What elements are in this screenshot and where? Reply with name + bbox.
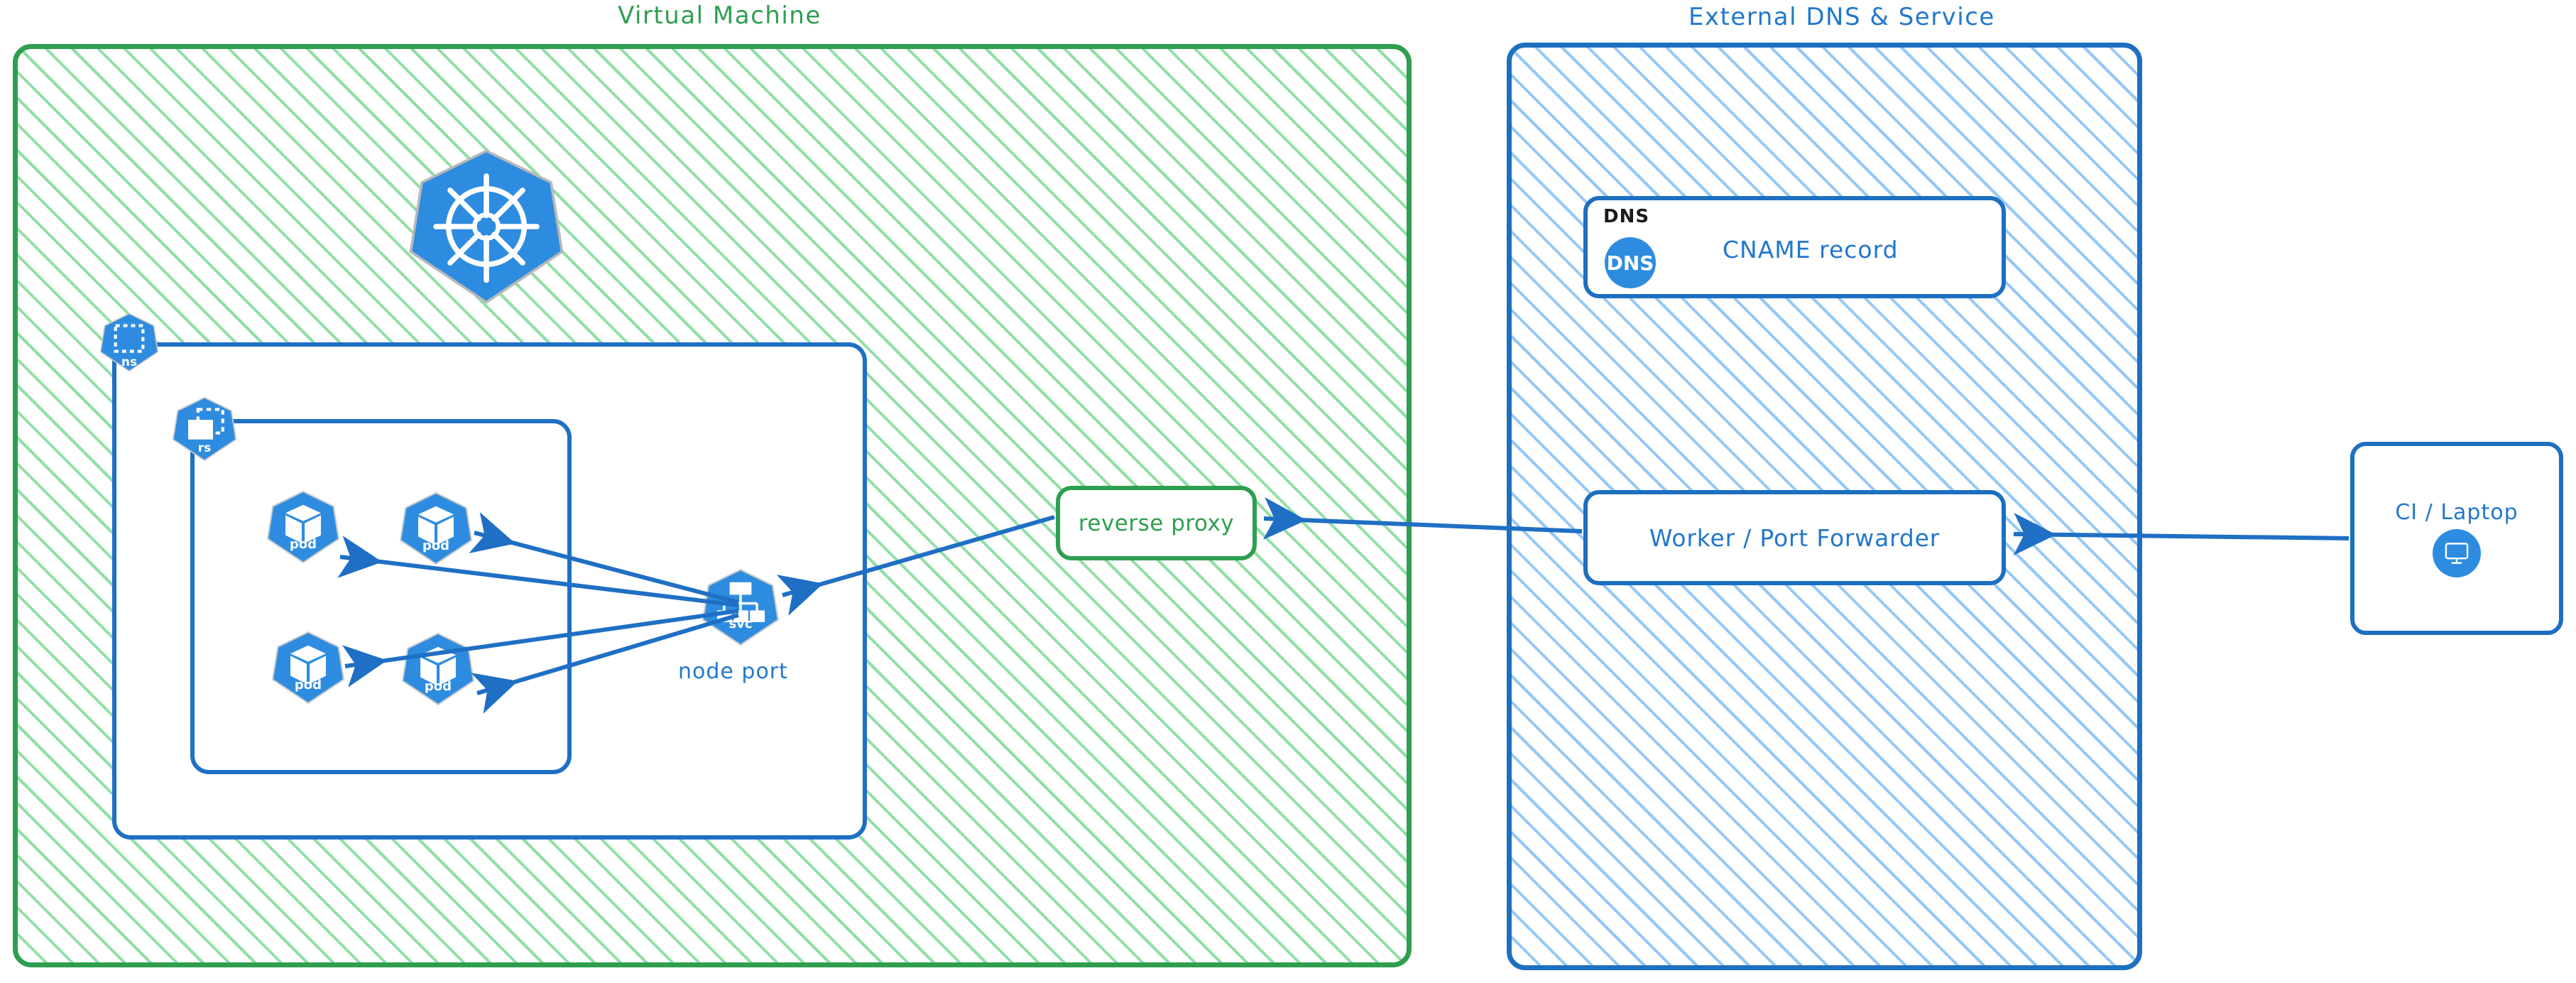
pod-icon-2: pod [399,492,473,565]
panel-virtual-machine-title: Virtual Machine [618,1,822,30]
pod-icon-4: pod [401,632,475,706]
ci-laptop-node[interactable]: CI / Laptop [2350,442,2563,635]
panel-external-dns-service-title: External DNS & Service [1688,3,1995,31]
dns-record-tag: DNS [1603,206,1650,227]
pod-icon-3: pod [271,631,345,705]
desktop-monitor-icon [2433,528,2481,577]
reverse-proxy-label: reverse proxy [1078,510,1235,536]
dns-record-label: CNAME record [1723,236,1899,264]
dns-record-node[interactable]: DNS DNS CNAME record [1583,196,2006,298]
ci-laptop-label: CI / Laptop [2395,499,2518,525]
namespace-icon: ns [99,313,159,372]
pod-icon-1: pod [266,490,340,564]
replicaset-icon: rs [172,396,237,462]
replicaset-boundary-box [190,419,572,774]
worker-port-forwarder-node[interactable]: Worker / Port Forwarder [1583,490,2006,585]
reverse-proxy-node[interactable]: reverse proxy [1056,486,1257,560]
service-icon: svc [702,568,780,646]
node-port-caption: node port [678,659,788,684]
kubernetes-wheel-logo [408,148,565,305]
dns-icon: DNS [1605,237,1656,288]
worker-port-forwarder-label: Worker / Port Forwarder [1649,523,1941,552]
